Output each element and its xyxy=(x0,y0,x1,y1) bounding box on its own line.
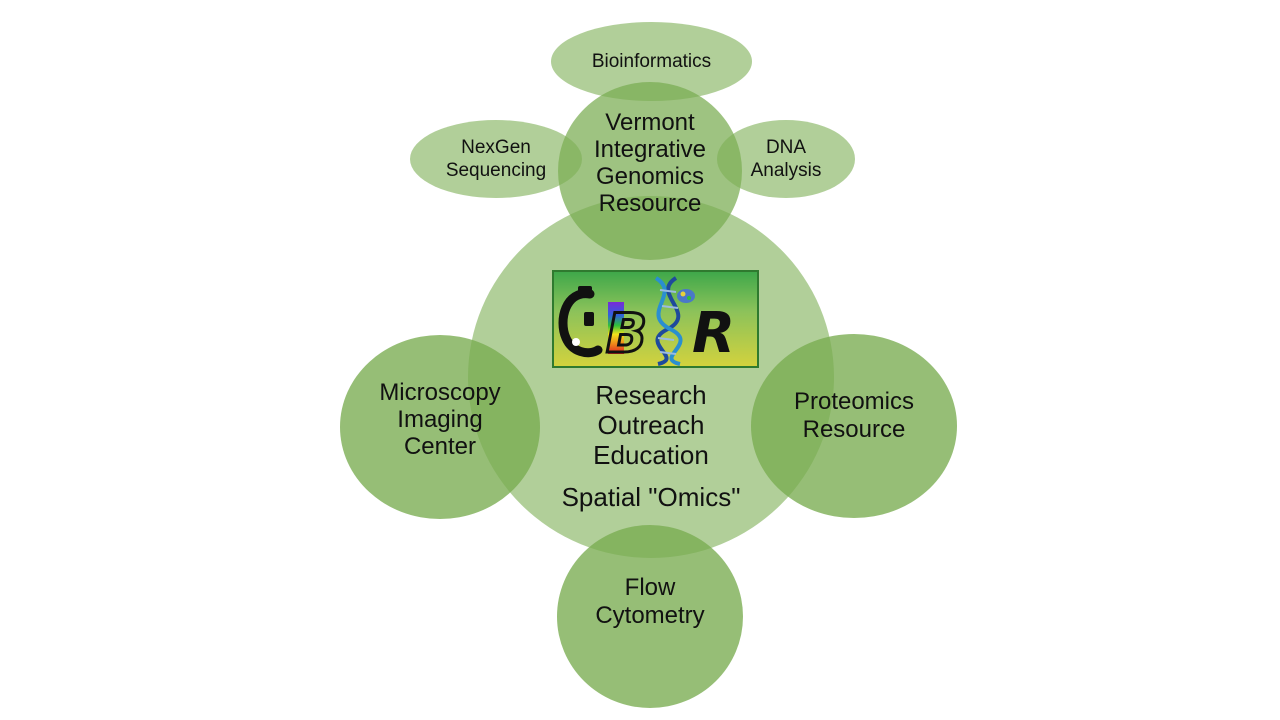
bioinformatics-label: Bioinformatics xyxy=(591,50,712,72)
spatial-omics-label: Spatial "Omics" xyxy=(561,482,741,512)
svg-text:B: B xyxy=(606,302,647,365)
vigr-node: Vermont Integrative Genomics Resource xyxy=(558,82,742,260)
proteomics-label: Proteomics Resource xyxy=(793,388,915,443)
microscopy-imaging-node: Microscopy Imaging Center xyxy=(340,335,540,519)
svg-text:R: R xyxy=(692,301,735,366)
dna-analysis-label: DNA Analysis xyxy=(750,137,822,181)
vigr-label: Vermont Integrative Genomics Resource xyxy=(593,109,707,217)
center-text-block: Research Outreach Education Spatial "Omi… xyxy=(530,380,772,512)
dna-analysis-node: DNA Analysis xyxy=(717,120,855,198)
center-mission-label: Research Outreach Education xyxy=(593,380,709,470)
cbsr-logo: B R xyxy=(552,270,759,368)
nexgen-sequencing-node: NexGen Sequencing xyxy=(410,120,582,198)
proteomics-node: Proteomics Resource xyxy=(751,334,957,518)
cbsr-logo-art: B R xyxy=(558,276,735,366)
microscopy-imaging-label: Microscopy Imaging Center xyxy=(379,378,501,460)
logo-dna-helix-icon xyxy=(655,276,681,366)
logo-c-microscope-icon xyxy=(558,289,603,358)
bioinformatics-node: Bioinformatics xyxy=(551,22,752,101)
flow-cytometry-node: Flow Cytometry xyxy=(557,525,743,708)
flow-cytometry-label: Flow Cytometry xyxy=(595,573,705,629)
nexgen-sequencing-label: NexGen Sequencing xyxy=(445,137,547,181)
logo-rainbow-bar xyxy=(608,302,624,354)
